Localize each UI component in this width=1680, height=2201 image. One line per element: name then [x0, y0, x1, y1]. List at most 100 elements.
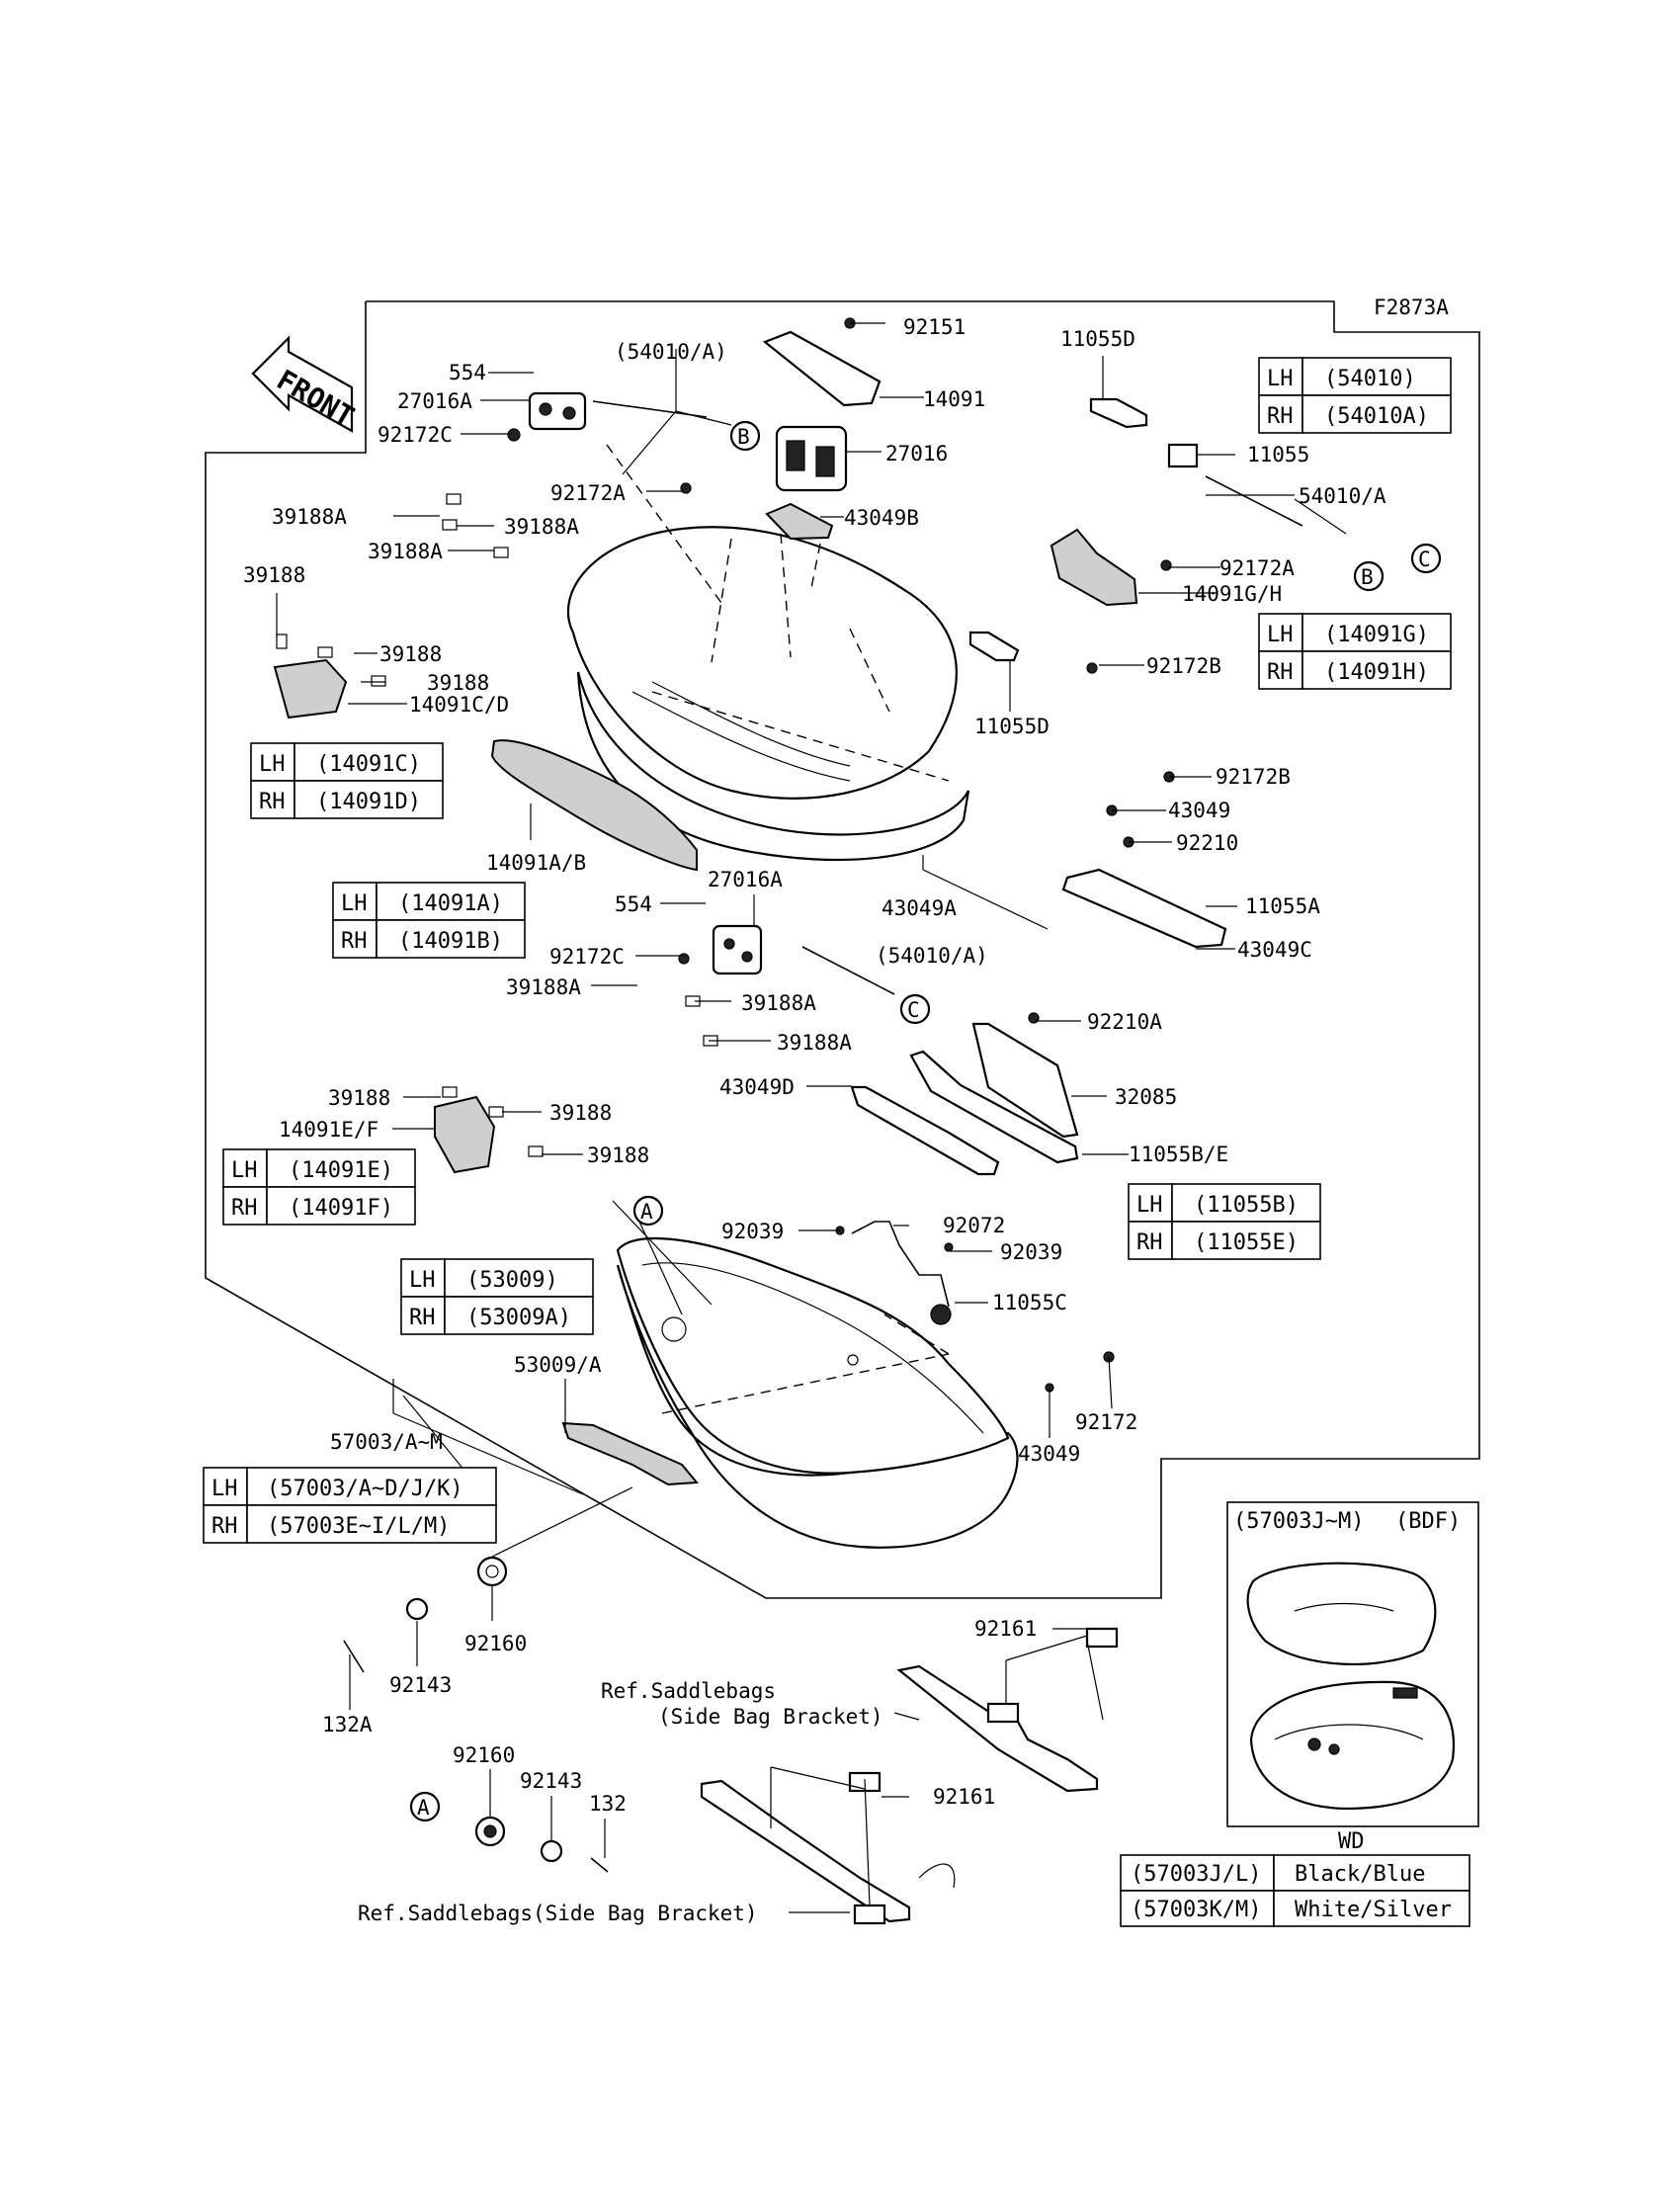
label-92143-b: 92143	[520, 1769, 582, 1793]
svg-text:B: B	[1361, 565, 1374, 589]
label-53009A: 53009/A	[514, 1353, 602, 1377]
trim-53009	[561, 1421, 700, 1486]
label-39188A-6: 39188A	[777, 1031, 852, 1055]
label-11055A: 11055A	[1245, 894, 1320, 918]
label-11055D-mid: 11055D	[974, 715, 1050, 738]
svg-text:(54010A): (54010A)	[1324, 404, 1429, 429]
label-92172C-top: 92172C	[378, 423, 453, 447]
label-14091CD: 14091C/D	[409, 693, 509, 717]
label-11055BE: 11055B/E	[1129, 1143, 1228, 1166]
svg-text:(14091F): (14091F)	[289, 1196, 393, 1221]
latch-27016	[775, 425, 848, 492]
svg-text:LH: LH	[1267, 623, 1294, 647]
fastener-marks	[276, 317, 1175, 1393]
cover-14091G-H	[1050, 528, 1138, 607]
svg-text:B: B	[737, 425, 750, 449]
callout-A-mid: A	[632, 1195, 664, 1227]
svg-text:(14091C): (14091C)	[316, 752, 421, 777]
svg-text:(14091G): (14091G)	[1324, 623, 1429, 647]
color-row-2-code: (57003K/M)	[1131, 1898, 1261, 1922]
grommet-92143-b	[540, 1839, 563, 1863]
svg-text:LH: LH	[259, 752, 286, 777]
label-43049D: 43049D	[719, 1075, 795, 1099]
bracket-11055	[1167, 443, 1199, 468]
label-43049B: 43049B	[844, 506, 919, 530]
svg-text:RH: RH	[231, 1196, 258, 1221]
label-92143-a: 92143	[389, 1673, 452, 1697]
callout-C-right: C	[1410, 543, 1442, 574]
svg-text:LH: LH	[341, 891, 368, 916]
color-row-2-color: White/Silver	[1295, 1898, 1452, 1922]
svg-text:RH: RH	[1136, 1230, 1163, 1255]
label-14091AB: 14091A/B	[486, 851, 586, 875]
svg-text:(14091D): (14091D)	[316, 790, 421, 814]
svg-text:(53009): (53009)	[466, 1268, 558, 1293]
label-554-top: 554	[449, 361, 486, 384]
label-92039-right: 92039	[1000, 1240, 1062, 1264]
callout-B-top: B	[729, 420, 761, 452]
table-14091GH: LH (14091G) RH (14091H)	[1258, 613, 1452, 690]
table-57003: LH(57003/A~D/J/K) RH(57003E~I/L/M)	[203, 1467, 497, 1544]
label-14091: 14091	[923, 387, 985, 411]
label-92072: 92072	[943, 1214, 1005, 1237]
bracket-11055D-mid	[968, 631, 1020, 662]
inset-title: (57003J~M)	[1233, 1509, 1364, 1534]
grommet-92143-a	[405, 1597, 429, 1621]
label-92039-left: 92039	[721, 1220, 784, 1243]
svg-text:(11055B): (11055B)	[1194, 1193, 1299, 1218]
label-39188-5: 39188	[587, 1143, 649, 1167]
diagram-frame	[205, 300, 1480, 1599]
label-ref-bracket-2: Ref.Saddlebags(Side Bag Bracket)	[358, 1902, 758, 1925]
svg-text:(53009A): (53009A)	[466, 1306, 571, 1330]
label-39188-top: 39188	[243, 563, 305, 587]
svg-text:RH: RH	[1267, 404, 1294, 429]
label-54010A-mid: (54010/A)	[876, 944, 988, 968]
callout-C-mid: C	[899, 993, 931, 1025]
label-554-mid: 554	[615, 892, 652, 916]
label-92172B-mid: 92172B	[1216, 765, 1291, 789]
label-39188-3: 39188	[328, 1086, 390, 1110]
svg-text:RH: RH	[1267, 660, 1294, 685]
svg-text:(57003/A~D/J/K): (57003/A~D/J/K)	[267, 1477, 463, 1501]
table-54010: LH(54010) RH(54010A)	[1258, 357, 1452, 434]
svg-text:RH: RH	[259, 790, 286, 814]
panel-32085	[971, 1022, 1079, 1139]
label-ref-bracket-1-line2: (Side Bag Bracket)	[658, 1705, 883, 1729]
label-39188A-1: 39188A	[272, 505, 347, 529]
figure-code: F2873A	[1374, 296, 1449, 319]
bracket-11055D-top	[1089, 397, 1148, 429]
label-11055D-top: 11055D	[1060, 327, 1135, 351]
label-39188A-5: 39188A	[741, 991, 816, 1015]
table-14091AB: LH (14091A) RH (14091B)	[332, 882, 526, 959]
svg-text:RH: RH	[341, 929, 368, 954]
label-92161-a: 92161	[974, 1617, 1037, 1641]
label-43049A: 43049A	[882, 896, 957, 920]
svg-text:RH: RH	[211, 1514, 238, 1539]
svg-text:(57003E~I/L/M): (57003E~I/L/M)	[267, 1514, 450, 1539]
label-14091EF: 14091E/F	[279, 1118, 378, 1142]
label-54010A-right: 54010/A	[1299, 484, 1386, 508]
label-132A: 132A	[322, 1713, 373, 1736]
bar-11055B-E	[909, 1050, 1079, 1164]
svg-text:LH: LH	[409, 1268, 436, 1293]
label-92210A: 92210A	[1087, 1010, 1162, 1034]
label-27016A-top: 27016A	[397, 389, 472, 413]
cable-54010A-right	[1205, 475, 1303, 527]
bar-11055A	[1061, 868, 1227, 949]
svg-text:(14091A): (14091A)	[398, 891, 503, 916]
bolt-132	[590, 1857, 609, 1873]
label-ref-bracket-1-line1: Ref.Saddlebags	[601, 1679, 776, 1703]
color-row-1-color: Black/Blue	[1295, 1862, 1425, 1887]
label-92151: 92151	[903, 315, 966, 339]
bar-43049D	[850, 1085, 1000, 1176]
svg-text:A: A	[640, 1200, 653, 1224]
svg-text:(14091H): (14091H)	[1324, 660, 1429, 685]
callout-B-right: B	[1353, 560, 1385, 592]
side-bag-bracket-upper	[896, 1627, 1119, 1793]
svg-text:(14091B): (14091B)	[398, 929, 503, 954]
label-14091GH: 14091G/H	[1182, 582, 1282, 606]
svg-text:(54010): (54010)	[1324, 367, 1416, 391]
svg-text:RH: RH	[409, 1306, 436, 1330]
